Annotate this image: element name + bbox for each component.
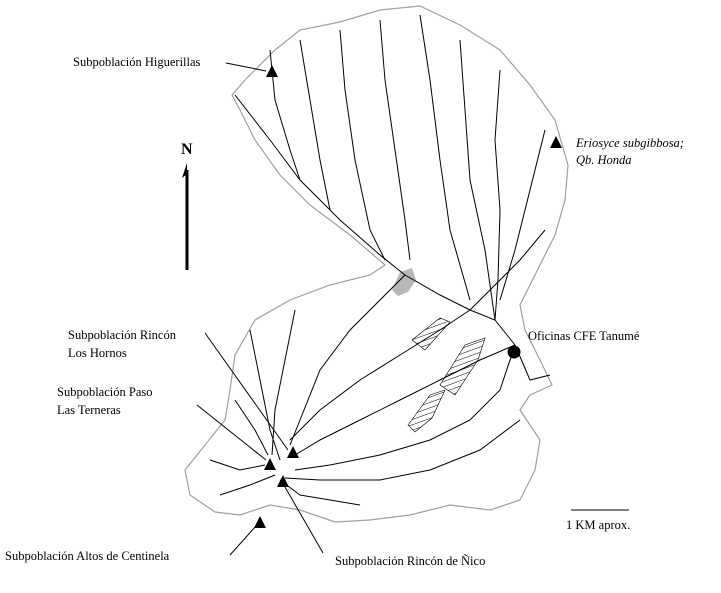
label-oficinas: Oficinas CFE Tanumé xyxy=(528,329,640,343)
label-rincon-hornos: Subpoblación Rincón Los Hornos xyxy=(68,328,176,361)
label-rincon-nico: Subpoblación Rincón de Ñico xyxy=(335,554,486,568)
triangle-marker-rincon-nico xyxy=(277,475,289,487)
label-higuerillas: Subpoblación Higuerillas xyxy=(73,55,201,69)
label-altos-centinela: Subpoblación Altos de Centinela xyxy=(5,549,170,563)
triangle-marker-higuerillas xyxy=(266,65,278,77)
watershed-boundary xyxy=(184,5,569,523)
office-marker xyxy=(507,345,521,359)
triangle-marker-paso-terneras xyxy=(264,458,276,470)
label-rincon-hornos-line1: Subpoblación Rincón xyxy=(68,328,176,342)
scale-label: 1 KM aprox. xyxy=(566,518,631,532)
label-paso-line2: Las Terneras xyxy=(57,403,121,417)
label-eriosyce-line1: Eriosyce subgibbosa; xyxy=(576,136,684,150)
label-eriosyce-line2: Qb. Honda xyxy=(576,153,632,167)
triangle-marker-rincon-hornos xyxy=(287,446,299,458)
river-network xyxy=(209,14,551,506)
label-paso-line1: Subpoblación Paso xyxy=(57,385,153,399)
triangle-marker-altos-centinela xyxy=(254,516,266,528)
hatched-area xyxy=(411,317,451,351)
hatched-area xyxy=(407,389,446,433)
triangle-marker-eriosyce xyxy=(550,136,562,148)
north-label: N xyxy=(181,141,193,158)
label-eriosyce: Eriosyce subgibbosa; Qb. Honda xyxy=(576,136,684,168)
hatched-area xyxy=(439,337,486,396)
label-rincon-hornos-line2: Los Hornos xyxy=(68,346,127,360)
reservoir xyxy=(392,268,416,296)
label-paso-terneras: Subpoblación Paso Las Terneras xyxy=(57,385,152,418)
north-arrow-icon xyxy=(182,163,189,270)
leader-lines xyxy=(196,62,324,556)
